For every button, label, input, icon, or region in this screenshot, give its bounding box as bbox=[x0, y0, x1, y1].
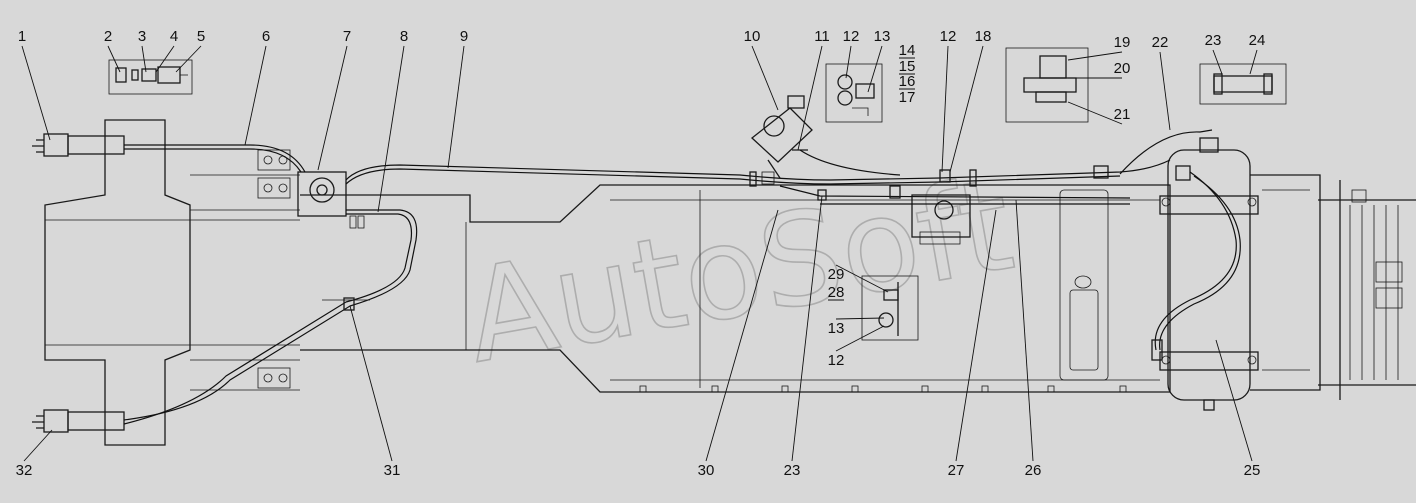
leader-c5 bbox=[175, 45, 202, 73]
callout-c6: 6 bbox=[262, 28, 270, 45]
leader-c21 bbox=[1067, 101, 1123, 125]
leader-c3 bbox=[141, 45, 147, 73]
leader-c31 bbox=[349, 305, 393, 462]
air-receiver-tank bbox=[1159, 137, 1259, 411]
callout-leaders bbox=[21, 45, 1258, 462]
callout-c14: 14 bbox=[899, 42, 916, 59]
leader-c27 bbox=[955, 209, 997, 462]
front-brake-chamber-bottom bbox=[32, 409, 125, 433]
callout-c8: 8 bbox=[400, 28, 408, 45]
callout-c30: 30 bbox=[698, 462, 715, 479]
leader-c9 bbox=[447, 45, 465, 169]
chassis-frame bbox=[44, 119, 1416, 446]
callout-c13b: 13 bbox=[828, 320, 845, 337]
leader-c23a bbox=[1212, 49, 1223, 75]
leader-c29 bbox=[835, 264, 889, 293]
leader-c22 bbox=[1159, 51, 1171, 131]
callout-c17: 17 bbox=[899, 89, 916, 106]
callout-c23b: 23 bbox=[784, 462, 801, 479]
valve-7 bbox=[297, 171, 365, 229]
leader-c23b bbox=[791, 195, 823, 462]
leader-c4 bbox=[155, 45, 175, 73]
callout-c16: 16 bbox=[899, 73, 916, 90]
callout-c11: 11 bbox=[814, 28, 830, 45]
detail-box-clamp-top bbox=[825, 63, 883, 123]
leader-c32 bbox=[23, 429, 53, 462]
callout-c24: 24 bbox=[1249, 32, 1266, 49]
callout-c15: 15 bbox=[899, 58, 916, 75]
leader-c12c bbox=[835, 325, 885, 352]
leader-c8 bbox=[377, 45, 405, 213]
leader-c18 bbox=[949, 45, 984, 173]
valve-26-27 bbox=[911, 194, 971, 245]
callout-c27: 27 bbox=[948, 462, 965, 479]
callout-c12c: 12 bbox=[828, 352, 845, 369]
leader-c25 bbox=[1215, 339, 1253, 462]
callout-c13a: 13 bbox=[874, 28, 891, 45]
callout-c20: 20 bbox=[1114, 60, 1131, 77]
leader-c6 bbox=[244, 45, 267, 146]
callout-c12a: 12 bbox=[843, 28, 860, 45]
leader-c7 bbox=[317, 45, 348, 171]
callout-c3: 3 bbox=[138, 28, 146, 45]
leader-c19 bbox=[1067, 51, 1123, 61]
callout-c18: 18 bbox=[975, 28, 992, 45]
leader-c30 bbox=[705, 209, 779, 462]
leader-c11 bbox=[797, 45, 823, 151]
callout-c9: 9 bbox=[460, 28, 468, 45]
callout-c1: 1 bbox=[18, 28, 26, 45]
callout-c19: 19 bbox=[1114, 34, 1131, 51]
callout-c10: 10 bbox=[744, 28, 761, 45]
leader-c26 bbox=[1015, 199, 1034, 462]
callout-c22: 22 bbox=[1152, 34, 1169, 51]
detail-box-fittings bbox=[108, 59, 193, 95]
callout-c7: 7 bbox=[343, 28, 351, 45]
leader-c12a bbox=[845, 45, 852, 79]
callout-c12b: 12 bbox=[940, 28, 957, 45]
valve-10 bbox=[750, 95, 813, 185]
watermark: AutoSoft bbox=[456, 150, 1023, 392]
callout-c29: 29 bbox=[828, 266, 845, 283]
callout-c5: 5 bbox=[197, 28, 205, 45]
callout-c31: 31 bbox=[384, 462, 401, 479]
air-lines bbox=[123, 129, 1241, 425]
leader-c13b bbox=[835, 317, 885, 320]
callout-c4: 4 bbox=[170, 28, 178, 45]
callout-c28: 28 bbox=[828, 284, 845, 301]
leader-c13a bbox=[867, 45, 883, 93]
callout-c21: 21 bbox=[1114, 106, 1131, 123]
callout-c2: 2 bbox=[104, 28, 112, 45]
leader-c10 bbox=[751, 45, 779, 111]
callout-c26: 26 bbox=[1025, 462, 1042, 479]
leader-c24 bbox=[1249, 49, 1258, 75]
front-brake-chamber-top bbox=[32, 133, 125, 157]
callout-c25: 25 bbox=[1244, 462, 1261, 479]
leader-c12b bbox=[941, 45, 949, 173]
leader-c2 bbox=[107, 45, 121, 73]
detail-box-clamp-bottom bbox=[861, 275, 919, 341]
detail-box-receiver-mount bbox=[1199, 63, 1287, 105]
detail-box-valve-19 bbox=[1005, 47, 1089, 123]
leader-c1 bbox=[21, 45, 51, 141]
callout-c23a: 23 bbox=[1205, 32, 1222, 49]
callout-c32: 32 bbox=[16, 462, 33, 479]
